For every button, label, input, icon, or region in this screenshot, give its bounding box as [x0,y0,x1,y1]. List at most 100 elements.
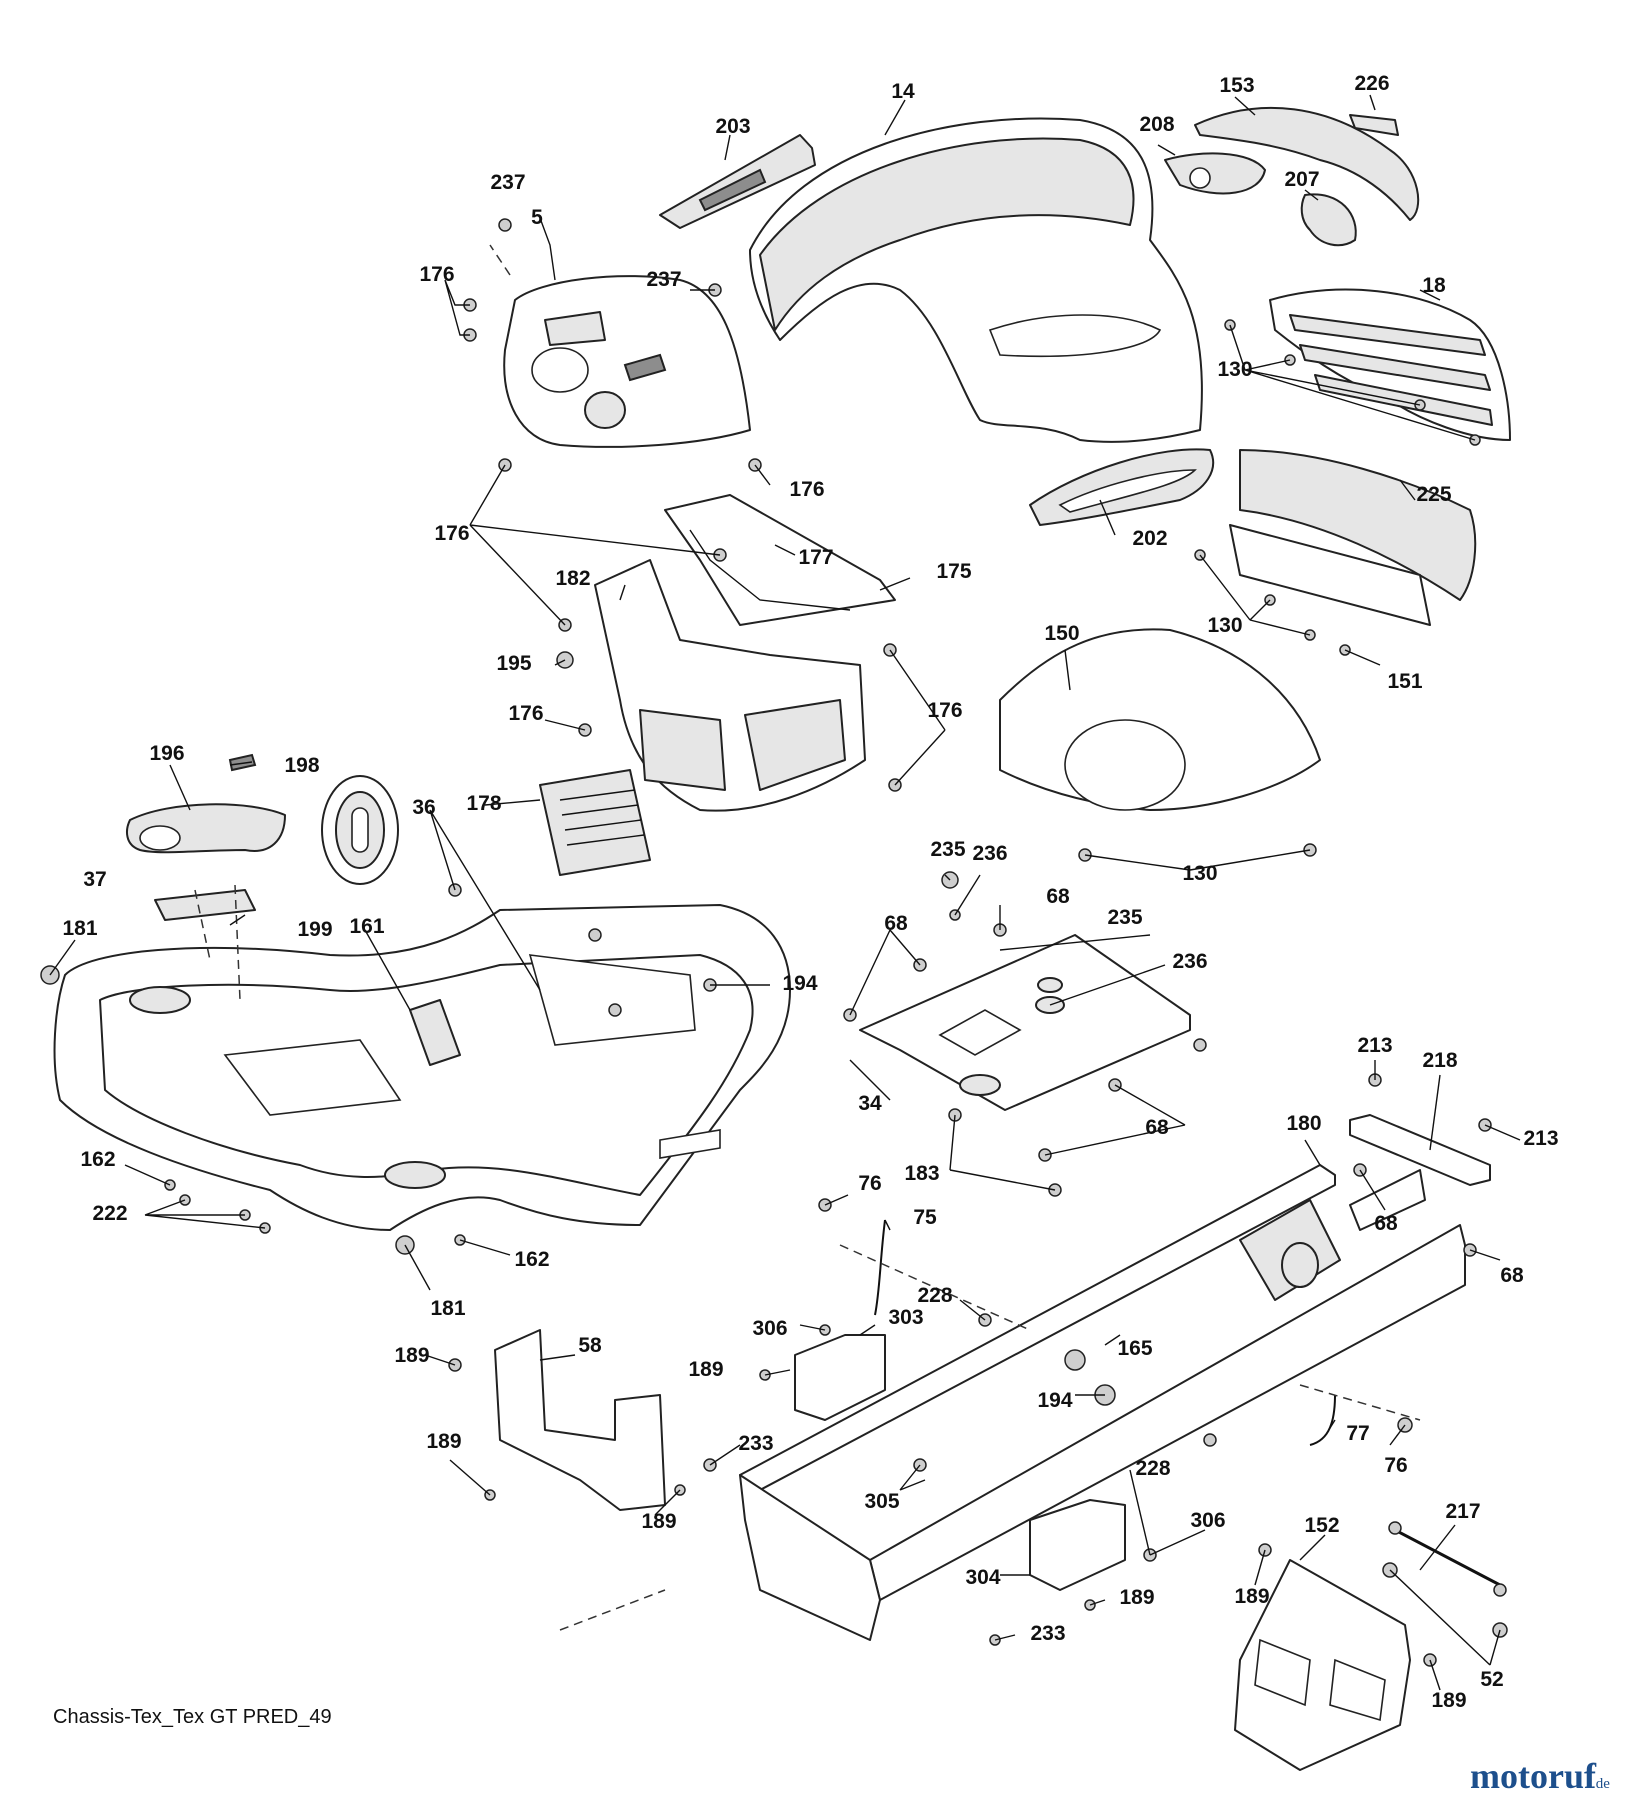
part-label: 175 [936,560,971,583]
watermark-name: motoruf [1470,1756,1597,1796]
part-label: 305 [864,1490,899,1513]
part-label: 189 [394,1344,429,1367]
part-label: 303 [888,1306,923,1329]
diagram-caption: Chassis-Tex_Tex GT PRED_49 [53,1706,332,1728]
part-label: 203 [715,115,750,138]
part-label: 181 [62,917,97,940]
part-label: 177 [798,546,833,569]
part-label: 222 [92,1202,127,1225]
part-label: 217 [1445,1500,1480,1523]
plate-218-part [1349,1114,1491,1186]
part-label: 68 [1145,1116,1169,1139]
mount-plate-part [859,934,1191,1111]
part-label: 130 [1182,862,1217,885]
part-label: 178 [466,792,501,815]
part-label: 226 [1354,72,1389,95]
leader-lines [49,94,1521,1691]
watermark-logo: motoruf .de [1470,1756,1610,1796]
part-label: 5 [531,206,543,229]
part-label: 228 [1135,1457,1170,1480]
part-label: 52 [1480,1668,1503,1691]
part-label: 176 [789,478,824,501]
part-label: 183 [904,1162,939,1185]
part-label: 237 [646,268,681,291]
chassis-frame-part [739,1164,1466,1641]
part-label: 153 [1219,74,1254,97]
part-label: 235 [930,838,965,861]
part-label: 77 [1346,1422,1369,1445]
part-label: 162 [514,1248,549,1271]
part-label: 180 [1286,1112,1321,1135]
part-number-labels: 14 203 153 226 208 207 237 5 176 237 18 … [62,72,1558,1712]
part-label: 18 [1422,274,1446,297]
grill-part [1269,288,1511,441]
grille-screen-part [539,769,651,876]
part-label: 235 [1107,906,1142,929]
part-label: 194 [1037,1389,1072,1412]
part-label: 14 [891,80,915,103]
trim-strip-part [659,134,816,229]
part-label: 189 [426,1430,461,1453]
bumper-225-part [1229,449,1477,626]
part-label: 233 [1030,1622,1065,1645]
part-label: 181 [430,1297,465,1320]
part-label: 68 [1046,885,1070,908]
part-label: 199 [297,918,332,941]
bracket-58-part [494,1329,666,1511]
part-label: 233 [738,1432,773,1455]
part-label: 189 [688,1358,723,1381]
part-label: 176 [927,699,962,722]
shroud-150-part [999,628,1321,811]
dash-support-part [594,494,896,812]
part-label: 306 [1190,1509,1225,1532]
part-label: 68 [1500,1264,1524,1287]
part-label: 182 [555,567,590,590]
fasteners [40,218,1508,1667]
part-label: 195 [496,652,531,675]
part-label: 176 [434,522,469,545]
part-label: 162 [80,1148,115,1171]
part-label: 152 [1304,1514,1339,1537]
part-label: 189 [1234,1585,1269,1608]
part-label: 76 [1384,1454,1407,1477]
cupholder-parts [126,753,461,1066]
part-label: 130 [1217,358,1252,381]
part-label: 213 [1357,1034,1392,1057]
trim-202-part [1029,448,1215,526]
fender-pan-part [53,904,791,1231]
part-label: 76 [858,1172,881,1195]
part-label: 189 [1119,1586,1154,1609]
part-label: 165 [1117,1337,1152,1360]
part-label: 189 [641,1510,676,1533]
part-label: 198 [284,754,319,777]
part-label: 236 [1172,950,1207,973]
watermark-suffix: .de [1592,1776,1610,1792]
assembly-dashed-lines [194,244,1421,1631]
guard-152-part [1234,1559,1411,1771]
part-label: 202 [1132,527,1167,550]
part-label: 237 [490,171,525,194]
part-label: 218 [1422,1049,1457,1072]
part-label: 130 [1207,614,1242,637]
part-label: 225 [1416,483,1451,506]
part-label: 37 [83,868,106,891]
part-label: 161 [349,915,384,938]
part-label: 306 [752,1317,787,1340]
part-label: 228 [917,1284,952,1307]
part-label: 176 [508,702,543,725]
part-label: 304 [965,1566,1000,1589]
part-label: 189 [1431,1689,1466,1712]
part-label: 68 [884,912,908,935]
part-label: 150 [1044,622,1079,645]
part-label: 208 [1139,113,1174,136]
part-label: 213 [1523,1127,1558,1150]
part-label: 36 [412,796,435,819]
part-label: 194 [782,972,817,995]
part-label: 196 [149,742,184,765]
part-label: 34 [858,1092,882,1115]
part-label: 75 [913,1206,937,1229]
part-label: 58 [578,1334,602,1357]
part-label: 236 [972,842,1007,865]
